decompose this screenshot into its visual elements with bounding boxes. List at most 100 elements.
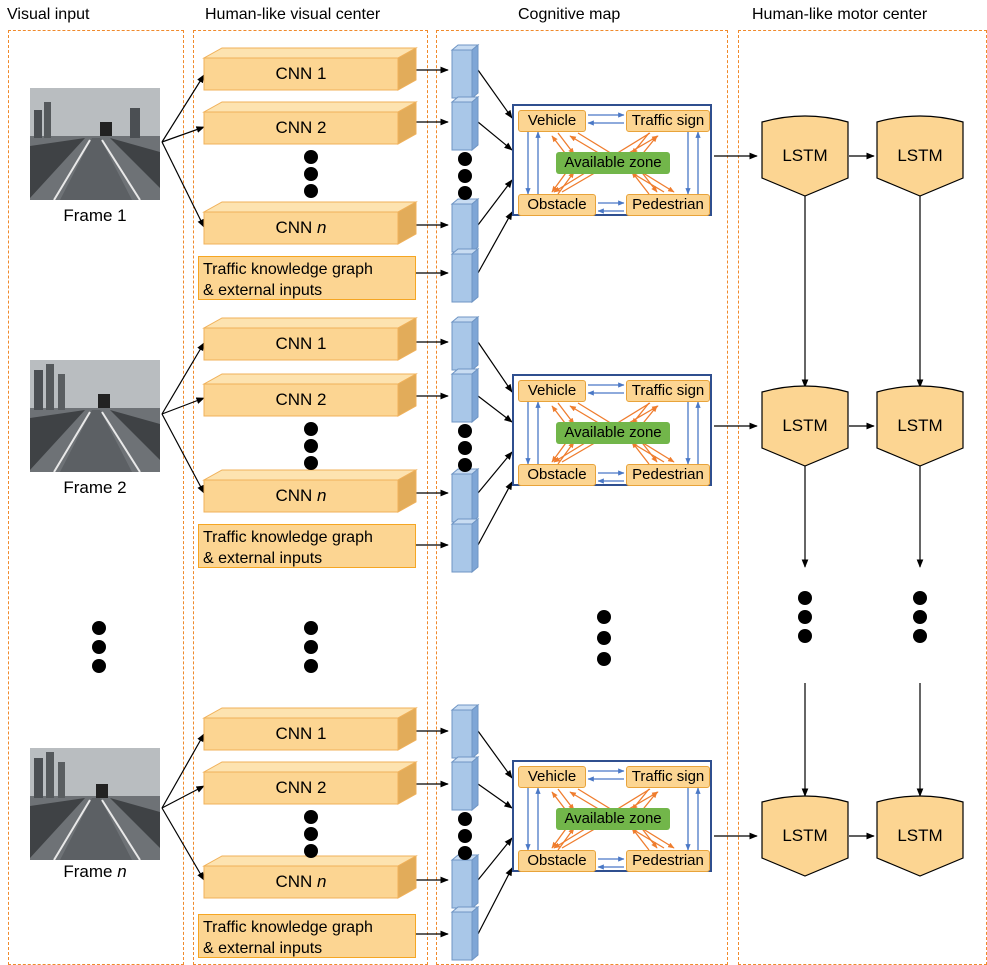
feature-map xyxy=(450,367,480,424)
pedestrian-node: Pedestrian xyxy=(626,464,710,486)
knowledge-graph-line-1: Traffic knowledge graph xyxy=(203,919,373,936)
lstm-label: LSTM xyxy=(782,416,828,435)
knowledge-graph-box: Traffic knowledge graph & external input… xyxy=(198,914,416,958)
ellipsis-dot xyxy=(458,186,472,200)
ellipsis-dot xyxy=(304,659,318,673)
feature-map xyxy=(450,755,480,812)
cnn-n-prefix: CNN xyxy=(275,872,318,891)
cnn-n-label: CNN n xyxy=(204,872,398,892)
cnn-block xyxy=(202,707,418,751)
frame-label-1: Frame 1 xyxy=(63,206,127,225)
ellipsis-dot xyxy=(304,184,318,198)
cmap-relations xyxy=(525,382,701,484)
vehicle-node: Vehicle xyxy=(518,380,586,402)
feature-map xyxy=(450,853,480,910)
traffic-sign-node: Traffic sign xyxy=(626,766,710,788)
ellipsis-dot xyxy=(597,610,611,624)
cnn-2-label: CNN 2 xyxy=(275,778,327,797)
cnn-block xyxy=(202,761,418,805)
cnn-block xyxy=(202,317,418,361)
lstm-cell xyxy=(761,795,849,877)
road-photo-icon xyxy=(30,360,160,472)
lstm-cell xyxy=(761,115,849,197)
frame-label-n: Frame n xyxy=(30,862,160,882)
ellipsis-dot xyxy=(304,621,318,635)
knowledge-graph-line-2: & external inputs xyxy=(203,282,323,299)
pedestrian-node: Pedestrian xyxy=(626,850,710,872)
visual-input-title: Visual input xyxy=(7,6,90,23)
cnn-block xyxy=(202,201,418,245)
knowledge-graph-line-2: & external inputs xyxy=(203,940,323,957)
motor-center-title: Human-like motor center xyxy=(752,6,928,23)
ellipsis-dot xyxy=(458,846,472,860)
lstm-label: LSTM xyxy=(897,146,943,165)
available-zone-node: Available zone xyxy=(556,152,670,174)
cognitive-map-2: Vehicle Traffic sign Available zone Obst… xyxy=(512,374,712,486)
lstm-cell xyxy=(761,385,849,467)
ellipsis-dot xyxy=(304,150,318,164)
frame-label-2: Frame 2 xyxy=(63,478,127,497)
cnn-n-var: n xyxy=(317,486,327,505)
cnn-block xyxy=(202,469,418,513)
ellipsis-dot xyxy=(913,610,927,624)
cmap-relations xyxy=(525,112,701,214)
road-photo-icon xyxy=(30,748,160,860)
cnn-block xyxy=(202,373,418,417)
ellipsis-dot xyxy=(304,167,318,181)
cognitive-map-title: Cognitive map xyxy=(518,6,621,23)
feature-map xyxy=(450,43,480,100)
vehicle-node: Vehicle xyxy=(518,766,586,788)
cnn-block xyxy=(202,47,418,91)
lstm-label: LSTM xyxy=(782,146,828,165)
ellipsis-dot xyxy=(304,422,318,436)
ellipsis-dot xyxy=(597,652,611,666)
cnn-n-prefix: CNN xyxy=(275,218,318,237)
lstm-cell xyxy=(876,795,964,877)
ellipsis-dot xyxy=(304,844,318,858)
ellipsis-dot xyxy=(304,456,318,470)
cnn-1-label: CNN 1 xyxy=(275,334,327,353)
cnn-1-label: CNN 1 xyxy=(275,64,327,83)
obstacle-node: Obstacle xyxy=(518,850,596,872)
ellipsis-dot xyxy=(798,591,812,605)
lstm-label: LSTM xyxy=(782,826,828,845)
cognitive-map-n: Vehicle Traffic sign Available zone Obst… xyxy=(512,760,712,872)
lstm-cell xyxy=(876,385,964,467)
cnn-n-label: CNN n xyxy=(204,486,398,506)
lstm-cell xyxy=(876,115,964,197)
ellipsis-dot xyxy=(798,629,812,643)
cognitive-map-1: Vehicle Traffic sign Available zone Obst… xyxy=(512,104,712,216)
ellipsis-dot xyxy=(458,424,472,438)
feature-map xyxy=(450,197,480,254)
ellipsis-dot xyxy=(913,591,927,605)
cnn-block xyxy=(202,101,418,145)
cnn-n-prefix: CNN xyxy=(275,486,318,505)
visual-center-title: Human-like visual center xyxy=(205,6,381,23)
ellipsis-dot xyxy=(304,810,318,824)
ellipsis-dot xyxy=(458,812,472,826)
lstm-label: LSTM xyxy=(897,826,943,845)
ellipsis-dot xyxy=(458,152,472,166)
knowledge-graph-line-2: & external inputs xyxy=(203,550,323,567)
pedestrian-node: Pedestrian xyxy=(626,194,710,216)
ellipsis-dot xyxy=(304,439,318,453)
road-image-frame-2 xyxy=(30,360,160,472)
road-photo-icon xyxy=(30,88,160,200)
ellipsis-dot xyxy=(458,169,472,183)
knowledge-graph-box: Traffic knowledge graph & external input… xyxy=(198,256,416,300)
knowledge-graph-line-1: Traffic knowledge graph xyxy=(203,261,373,278)
feature-map xyxy=(450,905,480,962)
cnn-2-label: CNN 2 xyxy=(275,118,327,137)
ellipsis-dot xyxy=(92,640,106,654)
available-zone-node: Available zone xyxy=(556,422,670,444)
feature-map xyxy=(450,247,480,304)
available-zone-node: Available zone xyxy=(556,808,670,830)
feature-map xyxy=(450,703,480,760)
cnn-2-label: CNN 2 xyxy=(275,390,327,409)
frame-label-var: n xyxy=(117,862,127,881)
feature-map xyxy=(450,315,480,372)
traffic-sign-node: Traffic sign xyxy=(626,380,710,402)
feature-map xyxy=(450,467,480,524)
